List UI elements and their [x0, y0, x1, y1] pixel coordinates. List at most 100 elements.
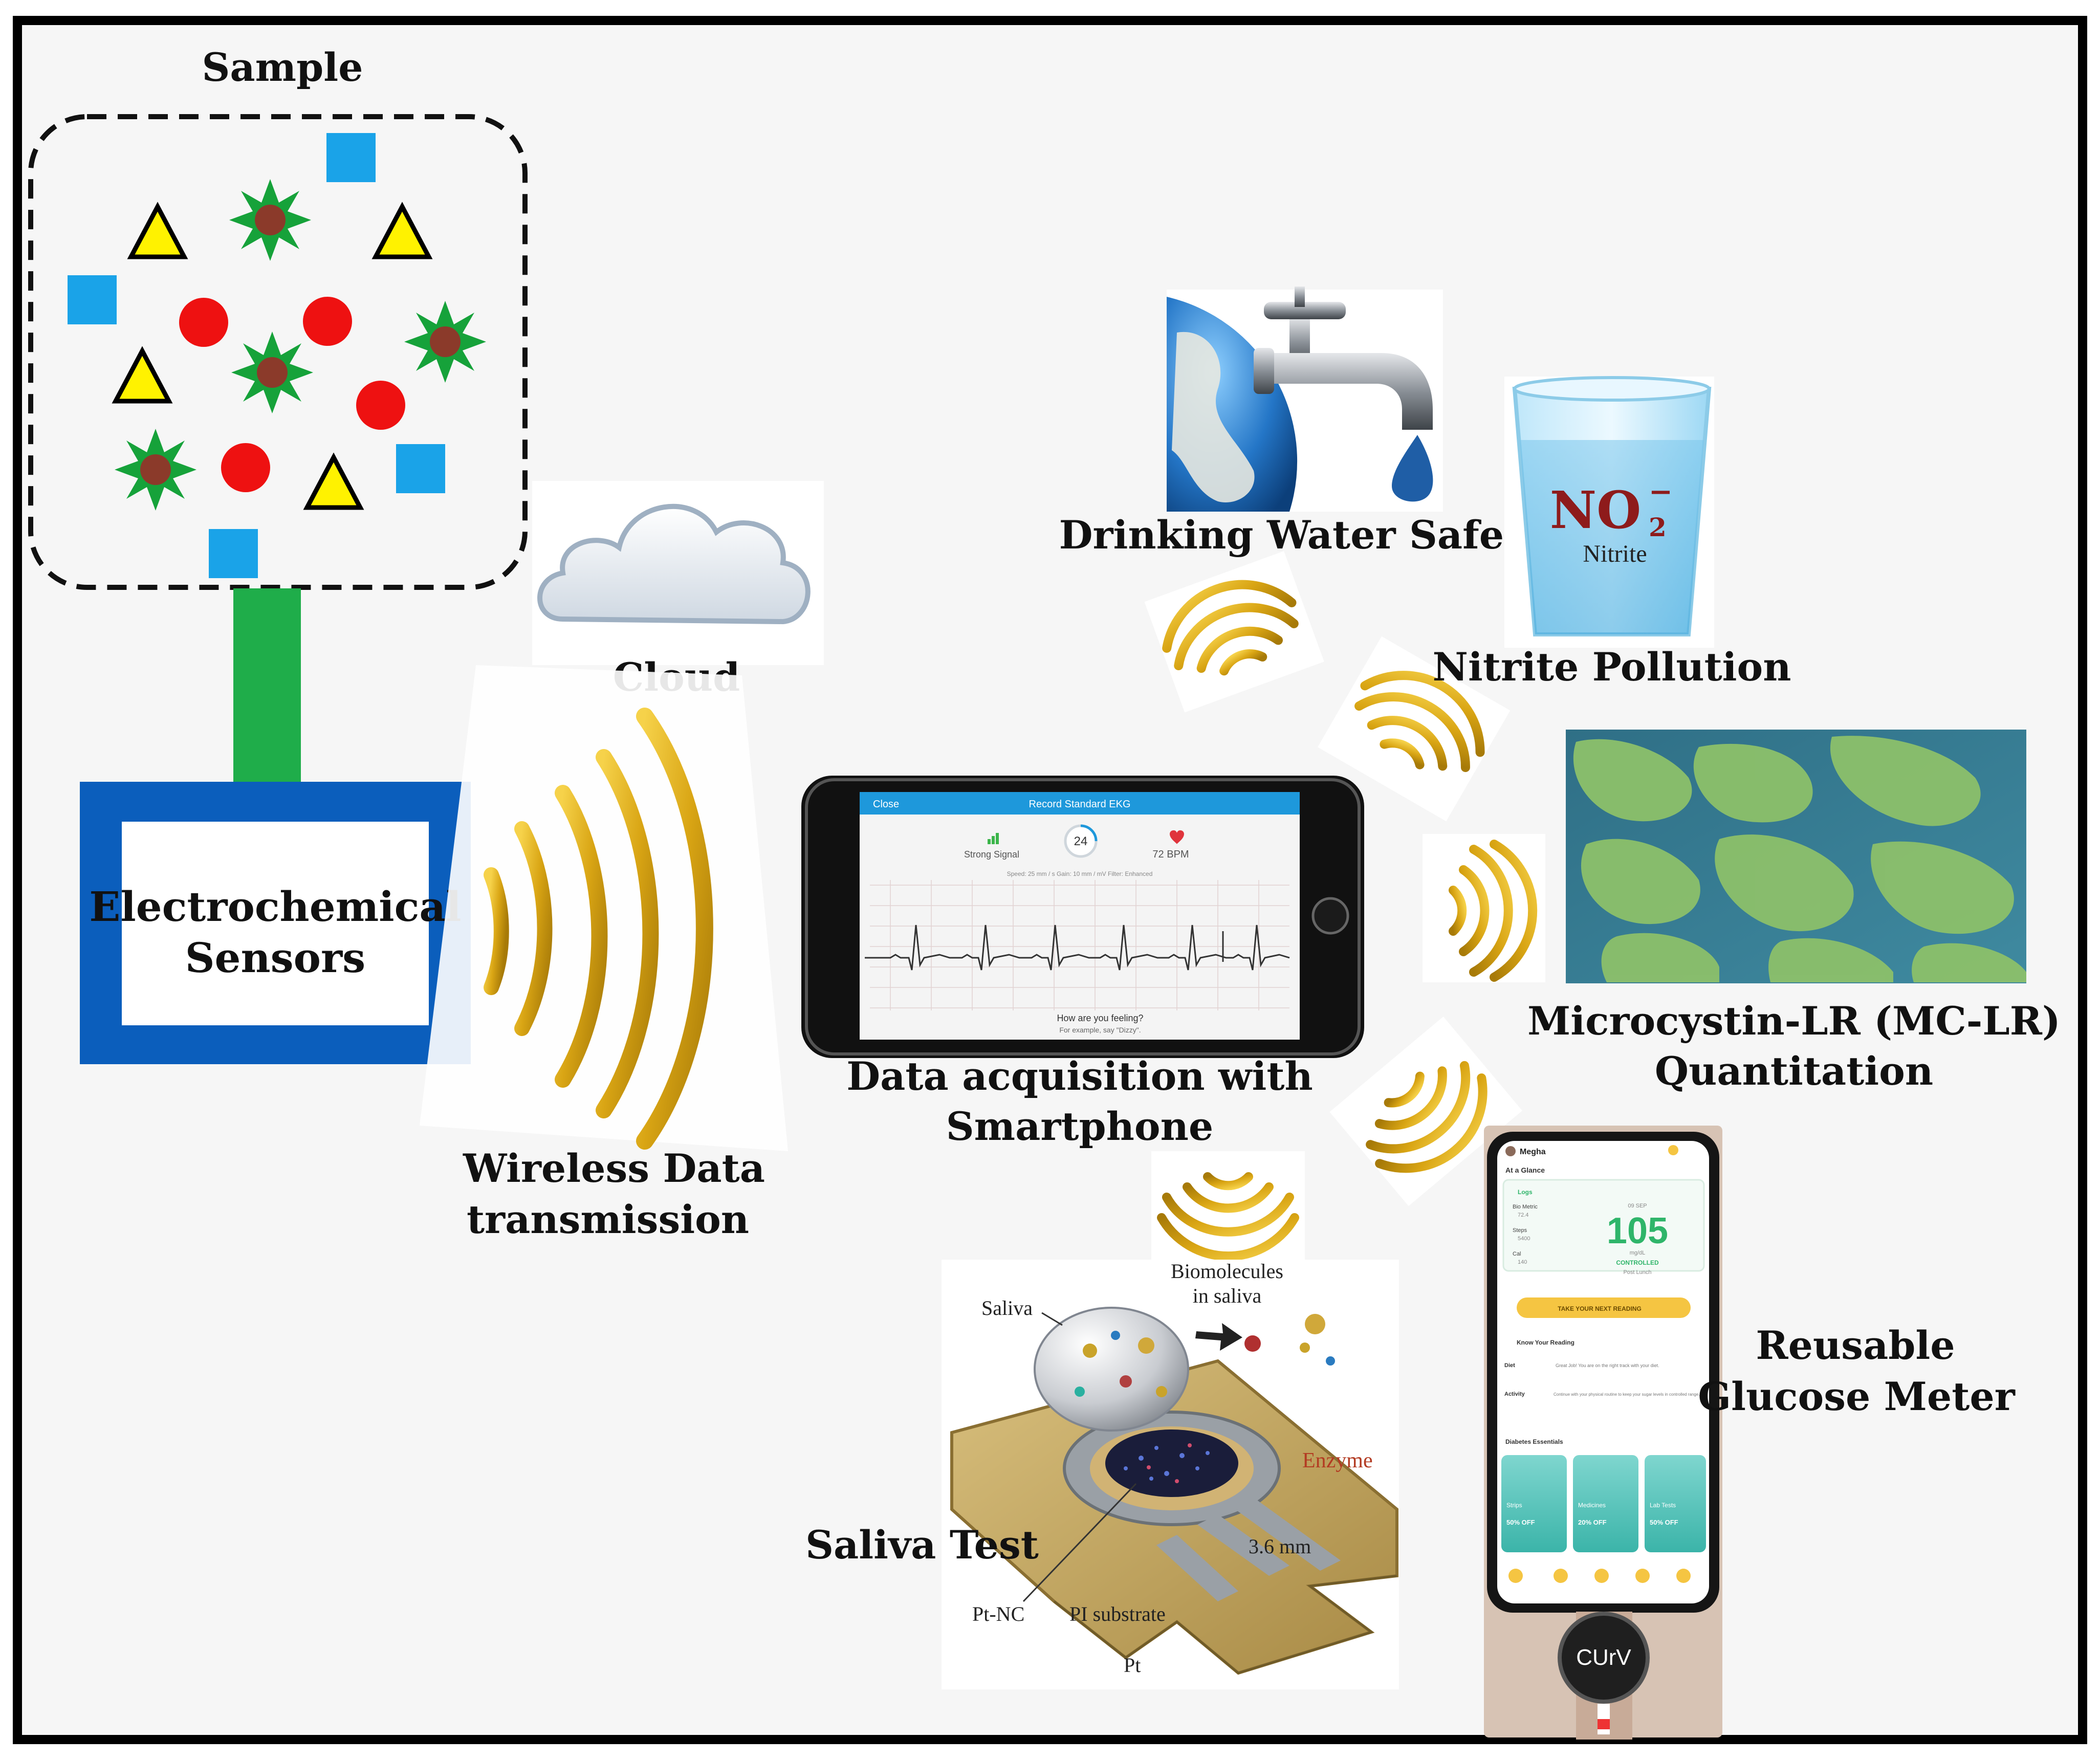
- arrow-icon: [1195, 1323, 1242, 1351]
- wifi-wave-icon: [1423, 834, 1545, 982]
- nitrite-label: Nitrite Pollution: [1433, 644, 1791, 690]
- metric2-value: 5400: [1518, 1236, 1530, 1242]
- nitrite-name: Nitrite: [1583, 540, 1647, 567]
- glucose-user[interactable]: Megha: [1520, 1148, 1546, 1156]
- phone-label-line1: Data acquisition with: [846, 1053, 1312, 1099]
- ekg-prompt: How are you feeling?: [1057, 1013, 1143, 1023]
- faucet-icon: [1254, 287, 1433, 502]
- essential-card[interactable]: [1501, 1455, 1567, 1552]
- wireless-transmission: Wireless Data transmission: [420, 665, 788, 1242]
- algae-patches: [1573, 736, 2026, 982]
- metric3-value: 140: [1518, 1259, 1527, 1265]
- wifi-wave-icon: [1318, 636, 1511, 822]
- water-label: Drinking Water Safety: [1059, 512, 1546, 558]
- ekg-settings: Speed: 25 mm / s Gain: 10 mm / mV Filter…: [1007, 870, 1153, 877]
- card-offer: 20% OFF: [1578, 1519, 1607, 1526]
- analyte-squares: [68, 133, 445, 578]
- analyte-circle: [179, 298, 228, 347]
- wifi-wave-icon: [1144, 551, 1324, 713]
- sensor-label-line2: Sensors: [185, 934, 365, 982]
- metric3-label: Cal: [1513, 1251, 1521, 1257]
- wifi-wave-icon: [1151, 1151, 1305, 1269]
- pt-nc-callout: Pt-NC: [972, 1602, 1024, 1625]
- wifi-wave-icon: [1329, 1016, 1522, 1206]
- essentials-title: Diabetes Essentials: [1505, 1438, 1563, 1445]
- essential-card[interactable]: [1645, 1455, 1706, 1552]
- ekg-signal-text: Strong Signal: [964, 849, 1019, 860]
- glucose-tab[interactable]: Logs: [1518, 1189, 1533, 1196]
- glucose-dongle: [1558, 1612, 1650, 1704]
- nav-icon[interactable]: [1676, 1569, 1691, 1583]
- card-offer: 50% OFF: [1650, 1519, 1678, 1526]
- ekg-prompt-sub: For example, say "Dizzy".: [1059, 1026, 1141, 1034]
- glucose-unit: mg/dL: [1630, 1250, 1646, 1256]
- ekg-trace: [865, 925, 1290, 971]
- phone-home-button[interactable]: [1311, 897, 1349, 935]
- saliva-test: Saliva Biomolecules in saliva Enzyme 3.6…: [805, 1260, 1399, 1689]
- enzyme-callout: Enzyme: [1302, 1449, 1373, 1472]
- bottom-nav: [1508, 1569, 1691, 1583]
- card-name: Lab Tests: [1650, 1502, 1676, 1509]
- pi-substrate-callout: PI substrate: [1069, 1602, 1166, 1625]
- glucose-meal: Post Lunch: [1623, 1269, 1651, 1275]
- metric1-value: 72.4: [1518, 1212, 1528, 1218]
- nanocluster-dots: [1124, 1446, 1210, 1481]
- activity-label: Activity: [1504, 1391, 1525, 1397]
- analyte-circle: [356, 381, 405, 430]
- analyte-star: [404, 301, 486, 383]
- diet-label: Diet: [1504, 1362, 1515, 1369]
- nav-home-icon[interactable]: [1508, 1569, 1523, 1583]
- smartphone-ekg: Close Record Standard EKG Strong Signal …: [801, 776, 1364, 1149]
- analyte-square: [396, 444, 445, 493]
- glucose-label-line2: Glucose Meter: [1698, 1374, 2016, 1419]
- heart-icon: [1170, 830, 1184, 844]
- phone-label-line2: Smartphone: [946, 1104, 1213, 1149]
- sample-container: [28, 114, 528, 590]
- analyte-square: [68, 275, 117, 324]
- avatar[interactable]: [1505, 1146, 1516, 1156]
- dimension-callout: 3.6 mm: [1249, 1535, 1311, 1558]
- ekg-grid: [870, 880, 1289, 1010]
- card-offer: 50% OFF: [1506, 1519, 1535, 1526]
- nav-icon[interactable]: [1554, 1569, 1568, 1583]
- cloud-icon: [537, 503, 811, 625]
- mclr-label-line2: Quantitation: [1655, 1048, 1933, 1094]
- sensor-label-line1: Electrochemical: [89, 883, 461, 931]
- sample-label: Sample: [202, 45, 363, 90]
- reusable-glucose-meter: Megha At a Glance Logs Bio Metric 72.4 S…: [1484, 1126, 2016, 1740]
- drinking-water-safety: Drinking Water Safety: [1059, 287, 1546, 558]
- activity-text: Continue with your physical routine to k…: [1554, 1392, 1700, 1397]
- nitrite-formula: NO: [1550, 480, 1642, 540]
- ekg-header: [860, 792, 1300, 815]
- wireless-label-line1: Wireless Data: [463, 1146, 765, 1191]
- analyte-star: [231, 332, 313, 413]
- card-name: Strips: [1506, 1502, 1522, 1509]
- biomolecule-dots: [1075, 1331, 1167, 1397]
- ekg-bpm: 72 BPM: [1152, 849, 1189, 860]
- nav-icon[interactable]: [1594, 1569, 1609, 1583]
- sample-sensor-connector: [233, 588, 301, 783]
- glucose-section: At a Glance: [1505, 1166, 1545, 1174]
- analyte-star: [229, 179, 311, 261]
- sensor-panel: [122, 822, 429, 1025]
- analyte-circles: [179, 297, 405, 492]
- sample-group: Sample: [28, 45, 528, 590]
- analyte-square: [326, 133, 376, 182]
- next-reading-button[interactable]: [1517, 1297, 1691, 1318]
- electrode-traces: [1156, 1494, 1341, 1601]
- electrochemical-sensor: Electrochemical Sensors: [80, 782, 471, 1064]
- diet-text: Great Job! You are on the right track wi…: [1556, 1363, 1659, 1368]
- pt-callout: Pt: [1124, 1654, 1141, 1677]
- pt-nc-electrode: [1105, 1429, 1238, 1497]
- glucose-date: 09 SEP: [1628, 1203, 1647, 1209]
- ekg-close-button[interactable]: Close: [873, 799, 899, 810]
- free-biomolecules: [1244, 1314, 1335, 1366]
- essential-card[interactable]: [1573, 1455, 1638, 1552]
- know-reading: Know Your Reading: [1517, 1339, 1574, 1346]
- analyte-square: [209, 529, 258, 578]
- nitrite-superscript: −: [1649, 475, 1673, 509]
- metric2-label: Steps: [1513, 1227, 1527, 1234]
- saliva-callout: Saliva: [981, 1296, 1033, 1319]
- nav-icon[interactable]: [1635, 1569, 1650, 1583]
